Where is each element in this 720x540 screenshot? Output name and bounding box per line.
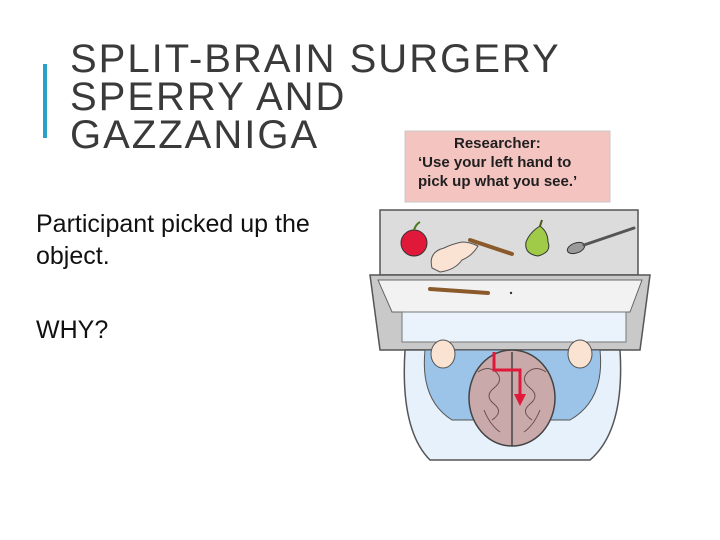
screen-divider <box>377 279 643 313</box>
callout-speaker: Researcher: <box>454 135 541 152</box>
slide-title: SPLIT-BRAIN SURGERY SPERRY AND GAZZANIGA <box>70 37 630 157</box>
hand-icon <box>430 241 479 273</box>
title-line-1: SPLIT-BRAIN SURGERY <box>70 37 561 81</box>
title-line-2: SPERRY AND <box>70 75 347 119</box>
body-paragraph-1: Participant picked up the object. <box>36 210 310 270</box>
callout-quote-line-2: pick up what you see.’ <box>418 173 578 190</box>
screen-window <box>401 311 627 343</box>
spoon-icon <box>566 226 636 255</box>
apple-icon <box>400 221 428 257</box>
title-line-3: GAZZANIGA <box>70 113 320 157</box>
researcher-callout: Researcher: ‘Use your left hand to pick … <box>418 134 606 191</box>
arrow-icon <box>492 352 526 406</box>
body-paragraph-2: WHY? <box>36 316 109 344</box>
pear-icon <box>525 219 550 257</box>
pencil-icon <box>428 238 514 295</box>
title-accent-bar <box>43 64 47 138</box>
researcher-callout-box <box>404 130 611 203</box>
slide-body: Participant picked up the object. WHY? <box>36 208 356 346</box>
dot-mark <box>509 291 513 295</box>
callout-quote-line-1: ‘Use your left hand to <box>418 154 572 171</box>
split-brain-experiment-illustration <box>369 130 651 461</box>
brain-icon <box>468 349 556 447</box>
